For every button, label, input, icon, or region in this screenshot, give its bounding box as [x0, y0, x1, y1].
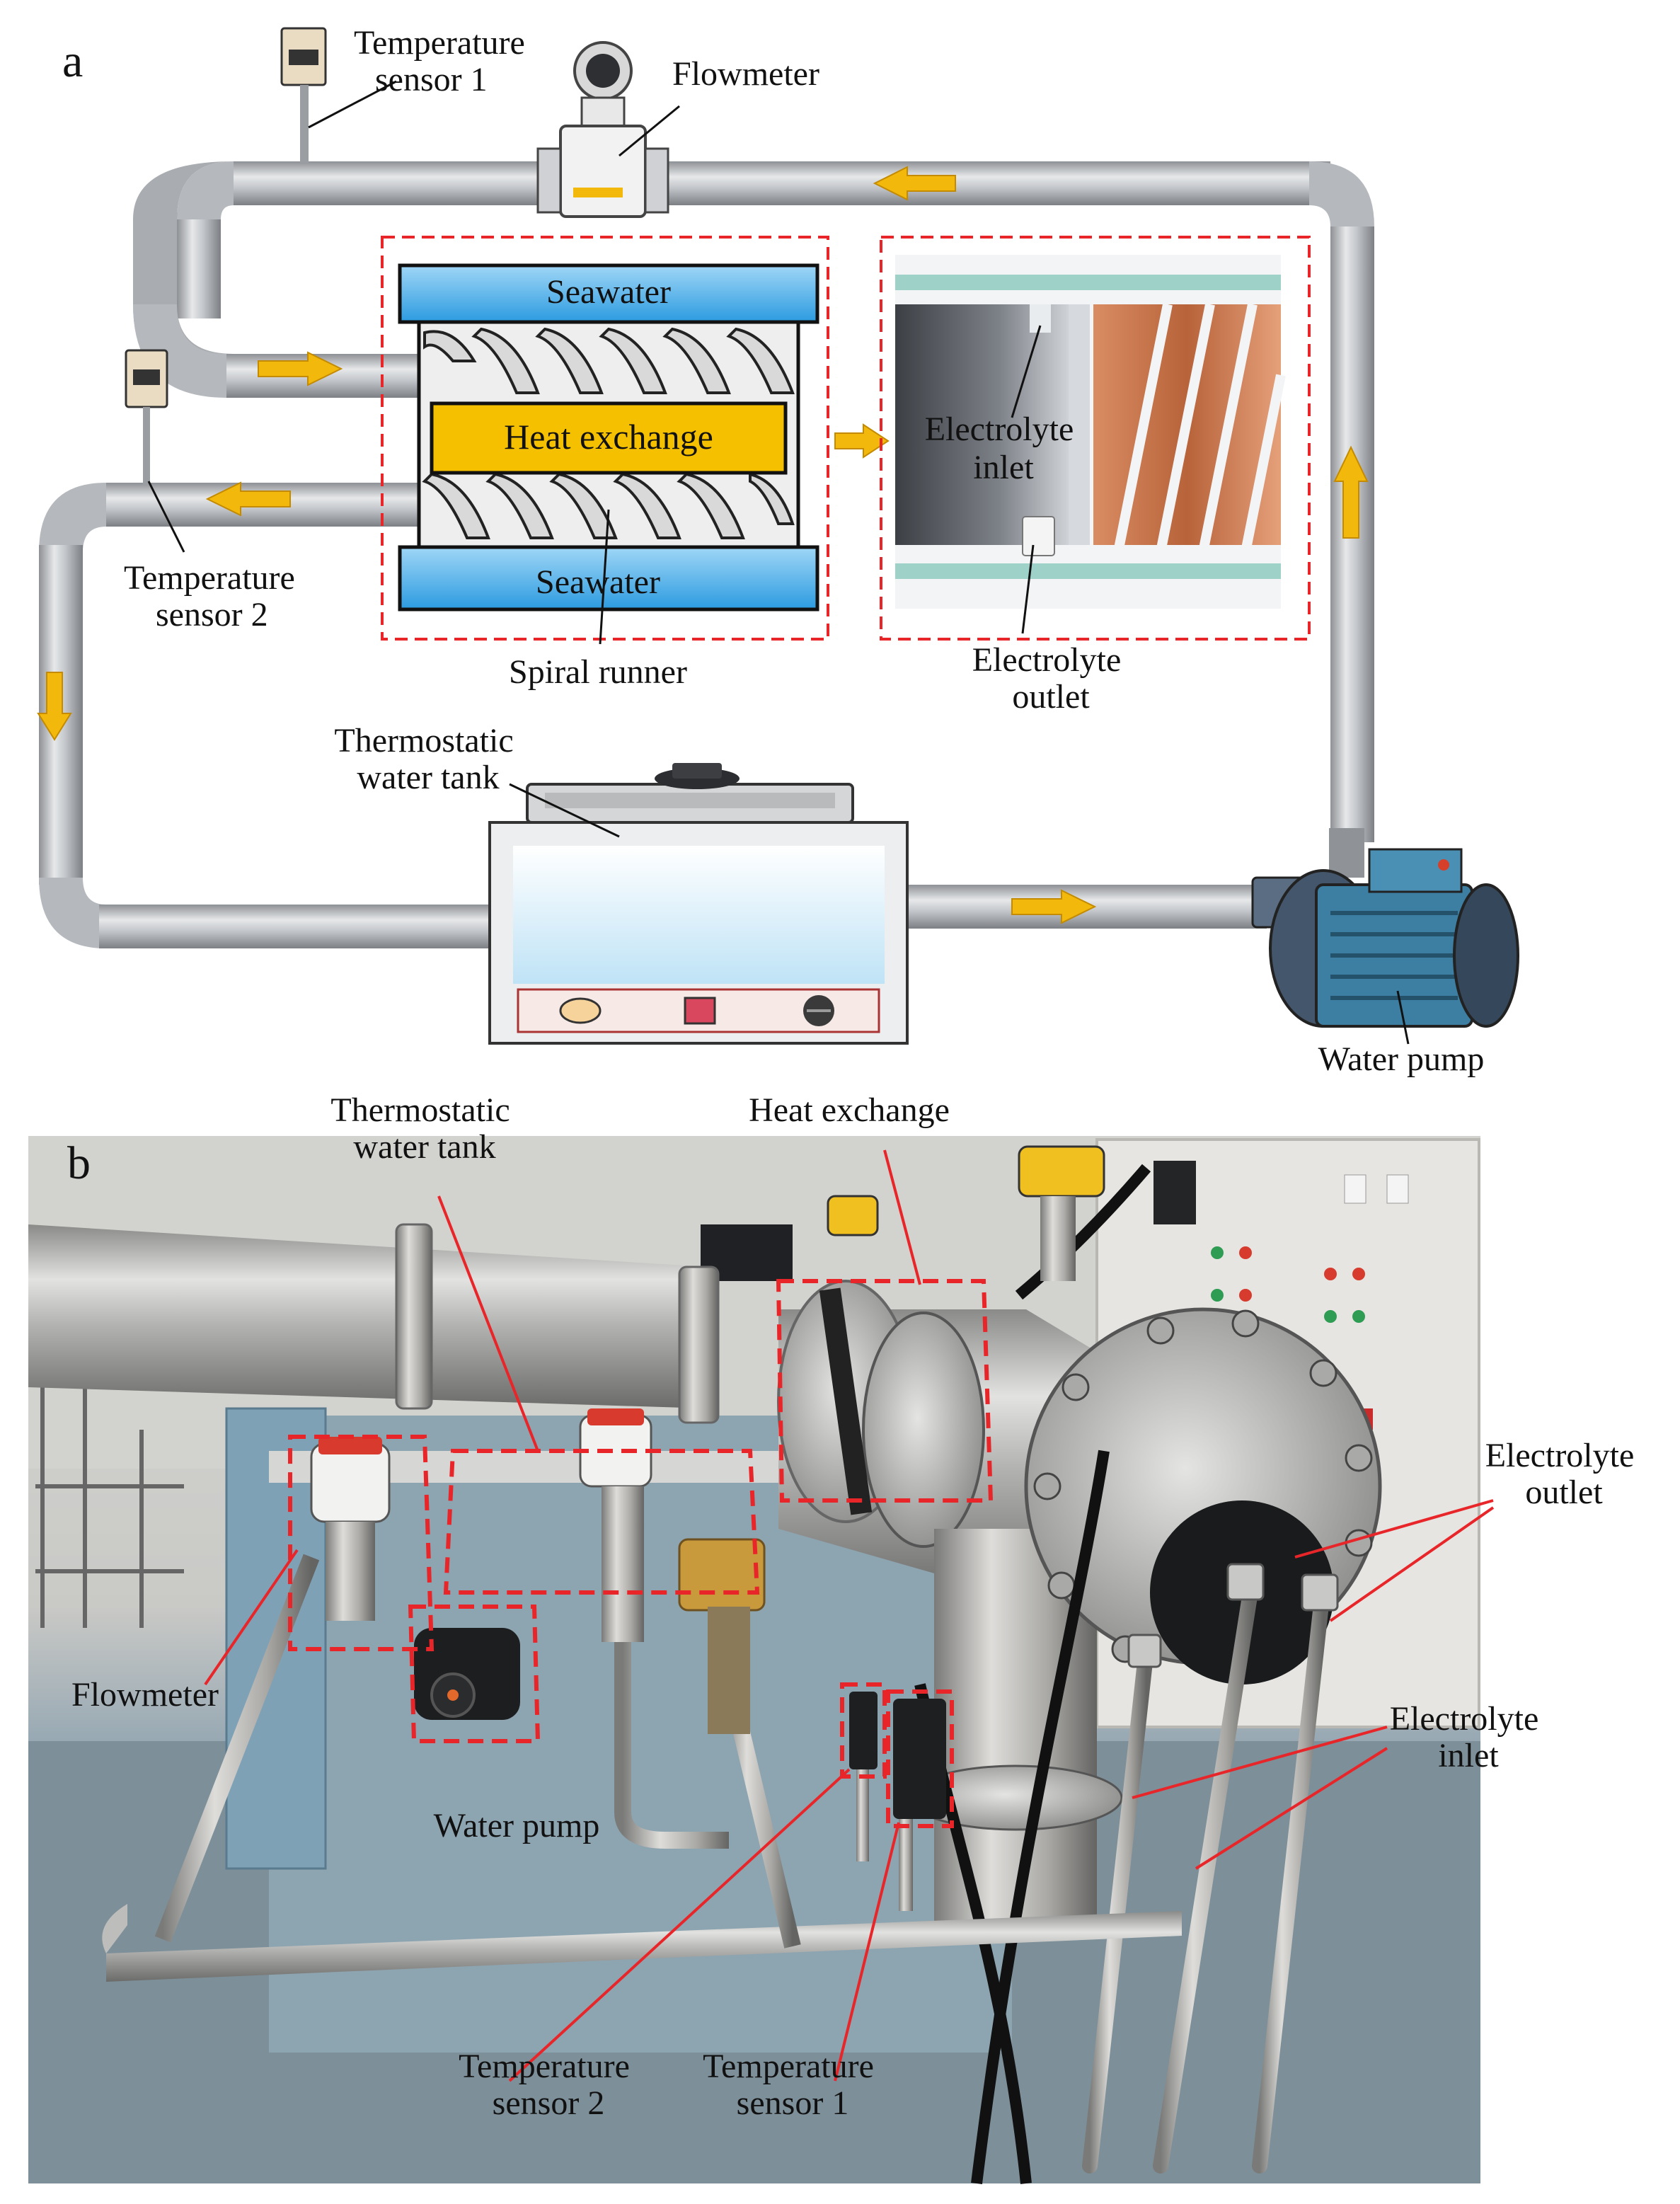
label-heat-exchange: Heat exchange: [504, 417, 713, 457]
seawater-bottom-block: [398, 545, 819, 612]
label-electrolyte-outlet-a: Electrolyte outlet: [972, 641, 1130, 716]
arrow-right-in: [258, 351, 343, 386]
panel-a: a: [37, 24, 1519, 1078]
arrow-left-out: [205, 481, 291, 517]
heat-exchanger-dashed-frame: [381, 236, 829, 641]
panel-b: b Thermostatic water tank Heat exchange …: [28, 1091, 1643, 2184]
label-seawater-top: Seawater: [546, 273, 671, 311]
label-electrolyte-outlet-b: Electrolyte outlet: [1485, 1437, 1643, 1511]
arrow-left-top: [873, 166, 956, 201]
label-water-pump-b: Water pump: [434, 1807, 600, 1844]
label-heat-exchange-b: Heat exchange: [749, 1091, 950, 1129]
box-flowmeter: [288, 1435, 435, 1651]
label-temp-sensor-1-b: Temperature sensor 1: [703, 2048, 882, 2122]
detail-dashed-frame: [880, 236, 1311, 641]
arrow-right-bottom: [1011, 889, 1097, 924]
box-temp-sensor-2: [886, 1689, 954, 1828]
electrolyte-detail-view: [895, 255, 1286, 634]
label-temp-sensor-2-b: Temperature sensor 2: [459, 2048, 638, 2122]
label-flowmeter: Flowmeter: [672, 55, 819, 93]
label-water-pump-a: Water pump: [1318, 1040, 1485, 1078]
photo-dashed-boxes: [288, 1279, 994, 1828]
label-temp-sensor-1: Temperature sensor 1: [354, 24, 534, 98]
box-water-pump: [408, 1605, 541, 1743]
spiral-grooves: [422, 327, 795, 539]
box-thermostatic-tank: [443, 1449, 760, 1595]
heat-exchange-block: [430, 401, 788, 475]
temperature-sensor-2: [125, 349, 185, 553]
electrolyte-rods: [1082, 1571, 1331, 2174]
black-water-pump-photo: [414, 1628, 520, 1720]
label-electrolyte-inlet-b: Electrolyte inlet: [1390, 1700, 1548, 1774]
panel-a-letter: a: [62, 35, 83, 87]
box-heat-exchange: [776, 1279, 994, 1503]
flow-arrows: [37, 166, 1369, 924]
arrow-up-right: [1333, 445, 1369, 539]
flowmeter-devices: [310, 1408, 652, 1642]
arrow-down-left: [37, 672, 72, 741]
panel-b-letter: b: [67, 1137, 91, 1189]
water-pump: [1251, 848, 1519, 1045]
pipe-loop: [39, 161, 1374, 948]
heat-exchanger-diagram: Seawater Heat exchange Seawater: [398, 263, 819, 645]
photo-leader-lines: [204, 1149, 1495, 2082]
label-thermostatic-tank-a: Thermostatic water tank: [334, 722, 522, 796]
front-rail-pipe: [106, 1911, 1182, 1982]
temperature-sensor-1: [280, 27, 397, 163]
label-seawater-bottom: Seawater: [536, 563, 660, 601]
copper-spiral-lines: [1113, 303, 1286, 553]
main-steel-tube: [28, 1224, 708, 1408]
arrow-to-detail: [834, 423, 890, 459]
label-spiral-runner: Spiral runner: [509, 653, 687, 691]
box-temp-sensor-1: [840, 1682, 887, 1779]
label-electrolyte-inlet-a: Electrolyte inlet: [925, 411, 1083, 486]
seawater-top-block: [398, 263, 819, 324]
background-racks: [35, 1387, 184, 1628]
label-temp-sensor-2: Temperature sensor 2: [124, 559, 304, 633]
thermostatic-water-tank: [488, 763, 909, 1045]
flange-bolts: [1033, 1309, 1373, 1663]
label-thermostatic-tank-b: Thermostatic water tank: [330, 1091, 518, 1166]
temperature-sensors-photo: [849, 1692, 946, 1911]
flowmeter: [536, 41, 680, 218]
yellow-transducers: [827, 1145, 1196, 1281]
label-flowmeter-b: Flowmeter: [71, 1676, 219, 1714]
